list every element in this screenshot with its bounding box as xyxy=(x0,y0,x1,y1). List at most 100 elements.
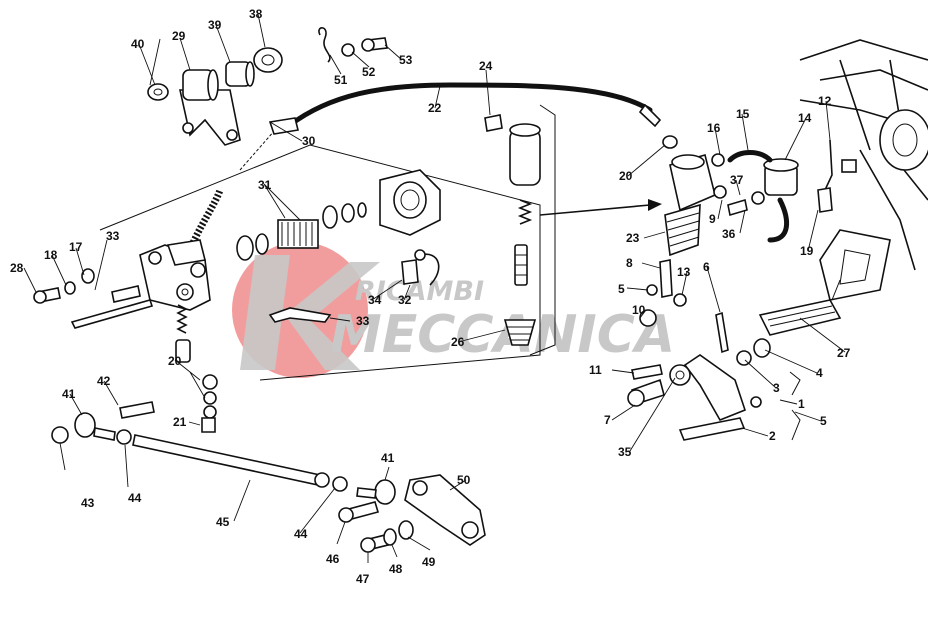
callout-52: 52 xyxy=(362,65,376,79)
footpeg xyxy=(758,299,842,336)
callout-47: 47 xyxy=(356,572,370,586)
callout-5b: 5 xyxy=(820,414,827,428)
nut-44b xyxy=(332,476,348,492)
nut-13 xyxy=(673,293,687,307)
spring xyxy=(176,304,188,334)
footpeg-bracket xyxy=(819,229,891,301)
callout-44a: 44 xyxy=(128,491,142,505)
callout-24: 24 xyxy=(479,59,493,73)
callout-41b: 41 xyxy=(381,451,395,465)
watermark-logo-k-arm xyxy=(285,262,380,370)
callout-50: 50 xyxy=(457,473,471,487)
pushrod-33 xyxy=(268,307,332,323)
callout-21: 21 xyxy=(173,415,187,429)
seal-kit-31 xyxy=(277,219,319,249)
callout-10: 10 xyxy=(632,303,646,317)
callout-18: 18 xyxy=(44,248,58,262)
clip-51 xyxy=(318,27,331,63)
rod-end-41b xyxy=(374,479,396,505)
callout-33b: 33 xyxy=(356,314,370,328)
washer-17 xyxy=(81,268,95,284)
callout-37: 37 xyxy=(730,173,744,187)
callout-14: 14 xyxy=(798,111,812,125)
callout-23: 23 xyxy=(626,231,640,245)
callout-44b: 44 xyxy=(294,527,308,541)
callout-6: 6 xyxy=(703,260,710,274)
rear-master-cylinder xyxy=(662,135,857,257)
callout-27: 27 xyxy=(837,346,851,360)
callout-20a: 20 xyxy=(619,169,633,183)
rod-end-41 xyxy=(74,412,96,438)
callout-43: 43 xyxy=(81,496,95,510)
callout-20b: 20 xyxy=(168,354,182,368)
leader-lines xyxy=(23,13,846,563)
washer-52 xyxy=(341,43,355,57)
bolt-6 xyxy=(715,311,729,354)
callout-1: 1 xyxy=(798,397,805,411)
direction-arrow xyxy=(539,199,662,216)
washer-18 xyxy=(64,281,76,295)
callout-8: 8 xyxy=(626,256,633,270)
nut-43 xyxy=(51,426,69,444)
brake-lever xyxy=(683,354,746,422)
rod xyxy=(70,299,154,329)
callout-32: 32 xyxy=(398,293,412,307)
callout-53: 53 xyxy=(399,53,413,67)
rubber-38 xyxy=(253,47,283,73)
bleed-valve-32 xyxy=(401,259,419,285)
callout-35: 35 xyxy=(618,445,632,459)
center-master-cylinder xyxy=(484,104,556,356)
callout-45: 45 xyxy=(216,515,230,529)
nut-40 xyxy=(147,83,169,101)
nut-44 xyxy=(116,429,132,445)
bolt-11 xyxy=(631,364,663,380)
callout-22: 22 xyxy=(428,101,442,115)
cable-22 xyxy=(287,82,653,128)
panel-outline xyxy=(99,144,541,381)
bush-4 xyxy=(753,338,771,358)
spring-clip-group xyxy=(318,27,388,63)
callout-4: 4 xyxy=(816,366,823,380)
hose-30 xyxy=(186,188,224,252)
frame-mount-boss xyxy=(879,109,928,171)
frame-section xyxy=(758,39,928,336)
watermark: RICAMBI MECCANICA xyxy=(232,242,675,378)
boot-26 xyxy=(503,319,537,346)
left-linkage xyxy=(33,239,218,433)
nut-20 xyxy=(202,374,218,390)
callout-16: 16 xyxy=(707,121,721,135)
callout-19: 19 xyxy=(800,244,814,258)
rear-brake-lever xyxy=(627,259,801,441)
master-cylinder-body xyxy=(509,129,541,186)
gear-linkage xyxy=(51,401,486,553)
callout-7: 7 xyxy=(604,413,611,427)
callout-41a: 41 xyxy=(62,387,76,401)
bush-49 xyxy=(398,520,414,540)
bolt-42 xyxy=(119,401,155,419)
washer-20 xyxy=(662,135,678,149)
callout-30: 30 xyxy=(302,134,316,148)
support-bracket xyxy=(179,89,241,146)
rod-8 xyxy=(659,259,673,298)
callout-15: 15 xyxy=(736,107,750,121)
callout-38: 38 xyxy=(249,7,263,21)
callout-49: 49 xyxy=(422,555,436,569)
callout-34: 34 xyxy=(368,293,382,307)
callout-42: 42 xyxy=(97,374,111,388)
bracket-assembly xyxy=(147,47,283,146)
callout-13: 13 xyxy=(677,265,691,279)
callout-9: 9 xyxy=(709,212,716,226)
callout-51: 51 xyxy=(334,73,348,87)
bolt-21 xyxy=(201,417,216,433)
callout-17: 17 xyxy=(69,240,83,254)
callout-3: 3 xyxy=(773,381,780,395)
watermark-line2: MECCANICA xyxy=(330,305,675,365)
callout-29: 29 xyxy=(172,29,186,43)
watermark-logo-k-stem xyxy=(240,255,290,370)
callout-48: 48 xyxy=(389,562,403,576)
bolt-24 xyxy=(484,114,503,132)
pivot-35 xyxy=(669,364,691,386)
boot-23 xyxy=(664,203,701,257)
